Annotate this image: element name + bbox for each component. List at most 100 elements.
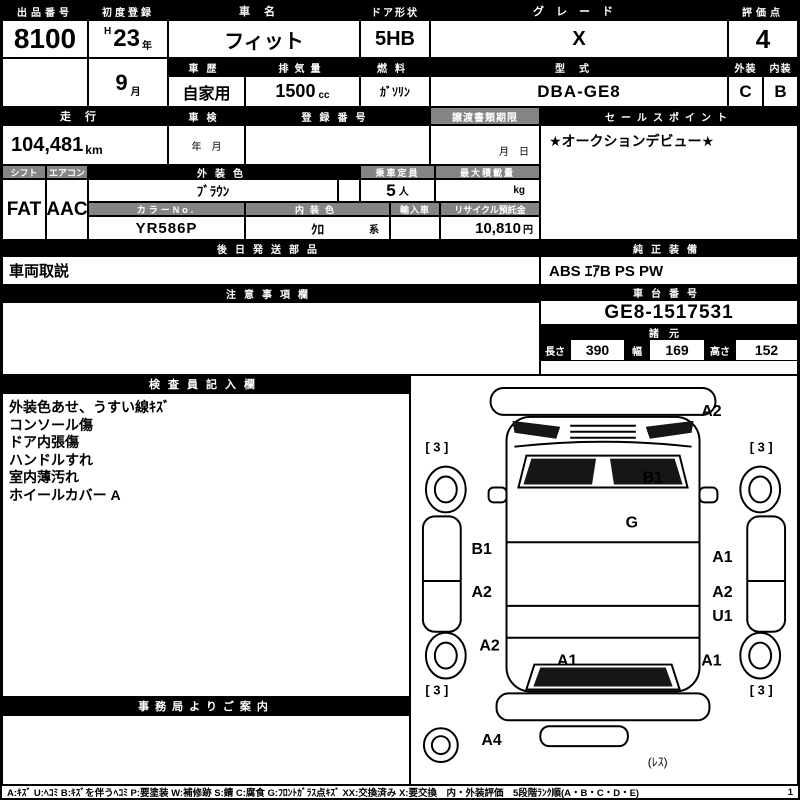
rear-window <box>525 663 681 691</box>
inspector-note-line: ハンドルすれ <box>9 451 93 468</box>
spec-width-label: 幅 <box>625 339 649 361</box>
registration-number-label: 登録番号 <box>245 107 430 125</box>
legend-text: A:ｷｽﾞ U:ﾍｺﾐ B:ｷｽﾞを伴うﾍｺﾐ P:要塗装 W:補修跡 S:錆 … <box>7 788 640 799</box>
max-load-unit: kg <box>513 185 525 196</box>
inspector-notes-cell: 外装色あせ、うすい線ｷｽﾞ コンソール傷 ドア内張傷 ハンドルすれ 室内薄汚れ … <box>2 393 410 697</box>
auction-number-label: 出品番号 <box>2 2 88 20</box>
fuel-label: 燃料 <box>360 58 430 76</box>
spec-length-label: 長さ <box>540 339 570 361</box>
damage-mark: A1 <box>712 549 732 566</box>
first-registration-month-cell: 9 月 <box>88 58 168 107</box>
windshield-right-fill <box>609 458 683 485</box>
car-body <box>505 415 701 693</box>
mileage-label: 走行 <box>2 107 168 125</box>
interior-color-label: 内装色 <box>245 202 390 216</box>
front-left-wheel <box>424 465 467 514</box>
first-reg-era: H <box>104 26 112 37</box>
legend-page-number: 1 <box>787 786 793 798</box>
recycle-deposit-unit: 円 <box>523 225 533 236</box>
inspector-note-line: 外装色あせ、うすい線ｷｽﾞ <box>9 399 170 415</box>
later-parts-label: 後日発送部品 <box>2 240 540 256</box>
sales-point-value: ★オークションデビュー★ <box>540 125 798 240</box>
left-mirror <box>487 486 508 504</box>
exterior-color-value: ﾌﾞﾗｳﾝ <box>88 179 338 202</box>
exterior-color-code-cell <box>338 179 360 202</box>
spec-width-value: 169 <box>649 339 705 361</box>
grade-value: X <box>430 20 728 58</box>
damage-mark: A2 <box>712 584 732 601</box>
auction-number-value: 8100 <box>2 20 88 58</box>
score-label: 評価点 <box>728 2 798 20</box>
import-car-label: 輸入車 <box>390 202 440 216</box>
damage-mark: U1 <box>712 608 732 625</box>
interior-color-cell: ｸﾛ 系 <box>245 216 390 240</box>
first-reg-year-unit: 年 <box>141 41 152 52</box>
sales-point-text: ★オークションデビュー★ <box>549 133 715 149</box>
tread-depth-mark: [ 3 ] <box>425 440 448 455</box>
displacement-unit: cc <box>318 90 330 101</box>
damage-mark: A2 <box>471 584 491 601</box>
hood-line <box>514 440 692 448</box>
damage-mark: A4 <box>481 732 501 749</box>
interior-color-suffix: 系 <box>369 224 379 236</box>
auction-number-empty-cell <box>2 58 88 107</box>
left-side-panel <box>421 515 462 633</box>
model-code-label: 型式 <box>430 58 728 76</box>
fuel-value: ｶﾞｿﾘﾝ <box>360 76 430 107</box>
mileage-unit: km <box>85 143 103 157</box>
inspection-value: 年 月 <box>168 125 245 165</box>
shift-value: FAT <box>2 179 46 240</box>
genuine-equipment-value: ABS ｴｱB PS PW <box>540 256 798 285</box>
inspector-notes-label: 検査員記入欄 <box>2 375 410 393</box>
caution-label: 注意事項欄 <box>2 285 540 302</box>
transfer-deadline-label: 譲渡書類期限 <box>430 107 540 125</box>
capacity-unit: 人 <box>398 187 409 198</box>
damage-mark: A2 <box>701 403 721 420</box>
inspector-note-line: ホイールカバー A <box>9 486 121 503</box>
tread-depth-mark: [ 3 ] <box>750 440 773 455</box>
spare-tire <box>422 727 459 764</box>
first-reg-year-value: 23 <box>113 25 140 52</box>
damage-mark: B1 <box>471 541 491 558</box>
tread-depth-mark: [ 3 ] <box>750 682 773 697</box>
genuine-equipment-label: 純正装備 <box>540 240 798 256</box>
front-bumper <box>489 386 717 416</box>
import-car-value <box>390 216 440 240</box>
exterior-score-label: 外装 <box>728 58 763 76</box>
mileage-value: 104,481 <box>11 133 84 156</box>
inspection-label: 車検 <box>168 107 245 125</box>
office-info-label: 事務局よりご案内 <box>2 697 410 715</box>
diagram-note: (ﾚｽ) <box>648 755 668 769</box>
history-label: 車歴 <box>168 58 245 76</box>
car-outline-group <box>421 386 787 764</box>
damage-mark: A1 <box>557 653 577 670</box>
car-name-label: 車名 <box>168 2 360 20</box>
first-reg-month-value: 9 <box>115 69 128 95</box>
tread-depth-mark: [ 3 ] <box>425 682 448 697</box>
chassis-number-label: 車台番号 <box>540 285 798 300</box>
history-value: 自家用 <box>168 76 245 107</box>
max-load-label: 最大積載量 <box>435 165 540 179</box>
max-load-cell: kg <box>435 179 540 202</box>
first-registration-label: 初度登録 <box>88 2 168 20</box>
legend-bar: A:ｷｽﾞ U:ﾍｺﾐ B:ｷｽﾞを伴うﾍｺﾐ P:要塗装 W:補修跡 S:錆 … <box>2 785 798 799</box>
inspector-note-line: 室内薄汚れ <box>9 469 79 485</box>
left-headlight <box>512 420 561 439</box>
car-name-value: フィット <box>168 20 360 58</box>
sales-point-label: セールスポイント <box>540 107 798 125</box>
exterior-color-label: 外装色 <box>88 165 360 179</box>
model-code-value: DBA-GE8 <box>430 76 728 107</box>
displacement-label: 排気量 <box>245 58 360 76</box>
spec-height-label: 高さ <box>705 339 735 361</box>
right-headlight <box>645 420 694 439</box>
damage-mark: A1 <box>701 653 721 670</box>
recycle-deposit-label: リサイクル預託金 <box>440 202 540 216</box>
aircon-label: エアコン <box>46 165 88 179</box>
rear-bumper <box>495 692 711 722</box>
damage-mark: B1 <box>643 470 663 487</box>
score-value: 4 <box>728 20 798 58</box>
spec-height-value: 152 <box>735 339 798 361</box>
inspector-note-line: ドア内張傷 <box>9 434 79 450</box>
